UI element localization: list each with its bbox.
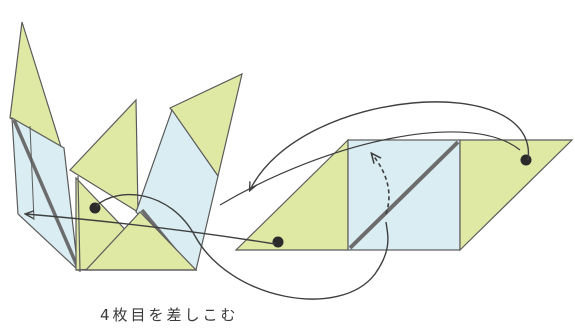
arrow-loop-under <box>95 193 389 300</box>
arrow-right-dot-to-model <box>250 101 529 190</box>
unit-diagonal-crease <box>348 140 460 250</box>
arrow-into-pocket <box>26 214 276 245</box>
center-spike <box>69 98 139 214</box>
unit-left-dot <box>272 236 284 248</box>
movement-arrows <box>26 101 529 300</box>
instruction-caption: 4枚目を差しこむ <box>100 306 239 324</box>
unit-right-triangle <box>459 139 574 252</box>
left-panel-diagonal <box>12 119 80 269</box>
folded-model <box>9 21 243 273</box>
unit-left-triangle <box>234 138 349 251</box>
insert-unit <box>234 138 574 252</box>
fold-up-arrow <box>372 154 390 215</box>
unit-right-dot <box>520 154 532 166</box>
